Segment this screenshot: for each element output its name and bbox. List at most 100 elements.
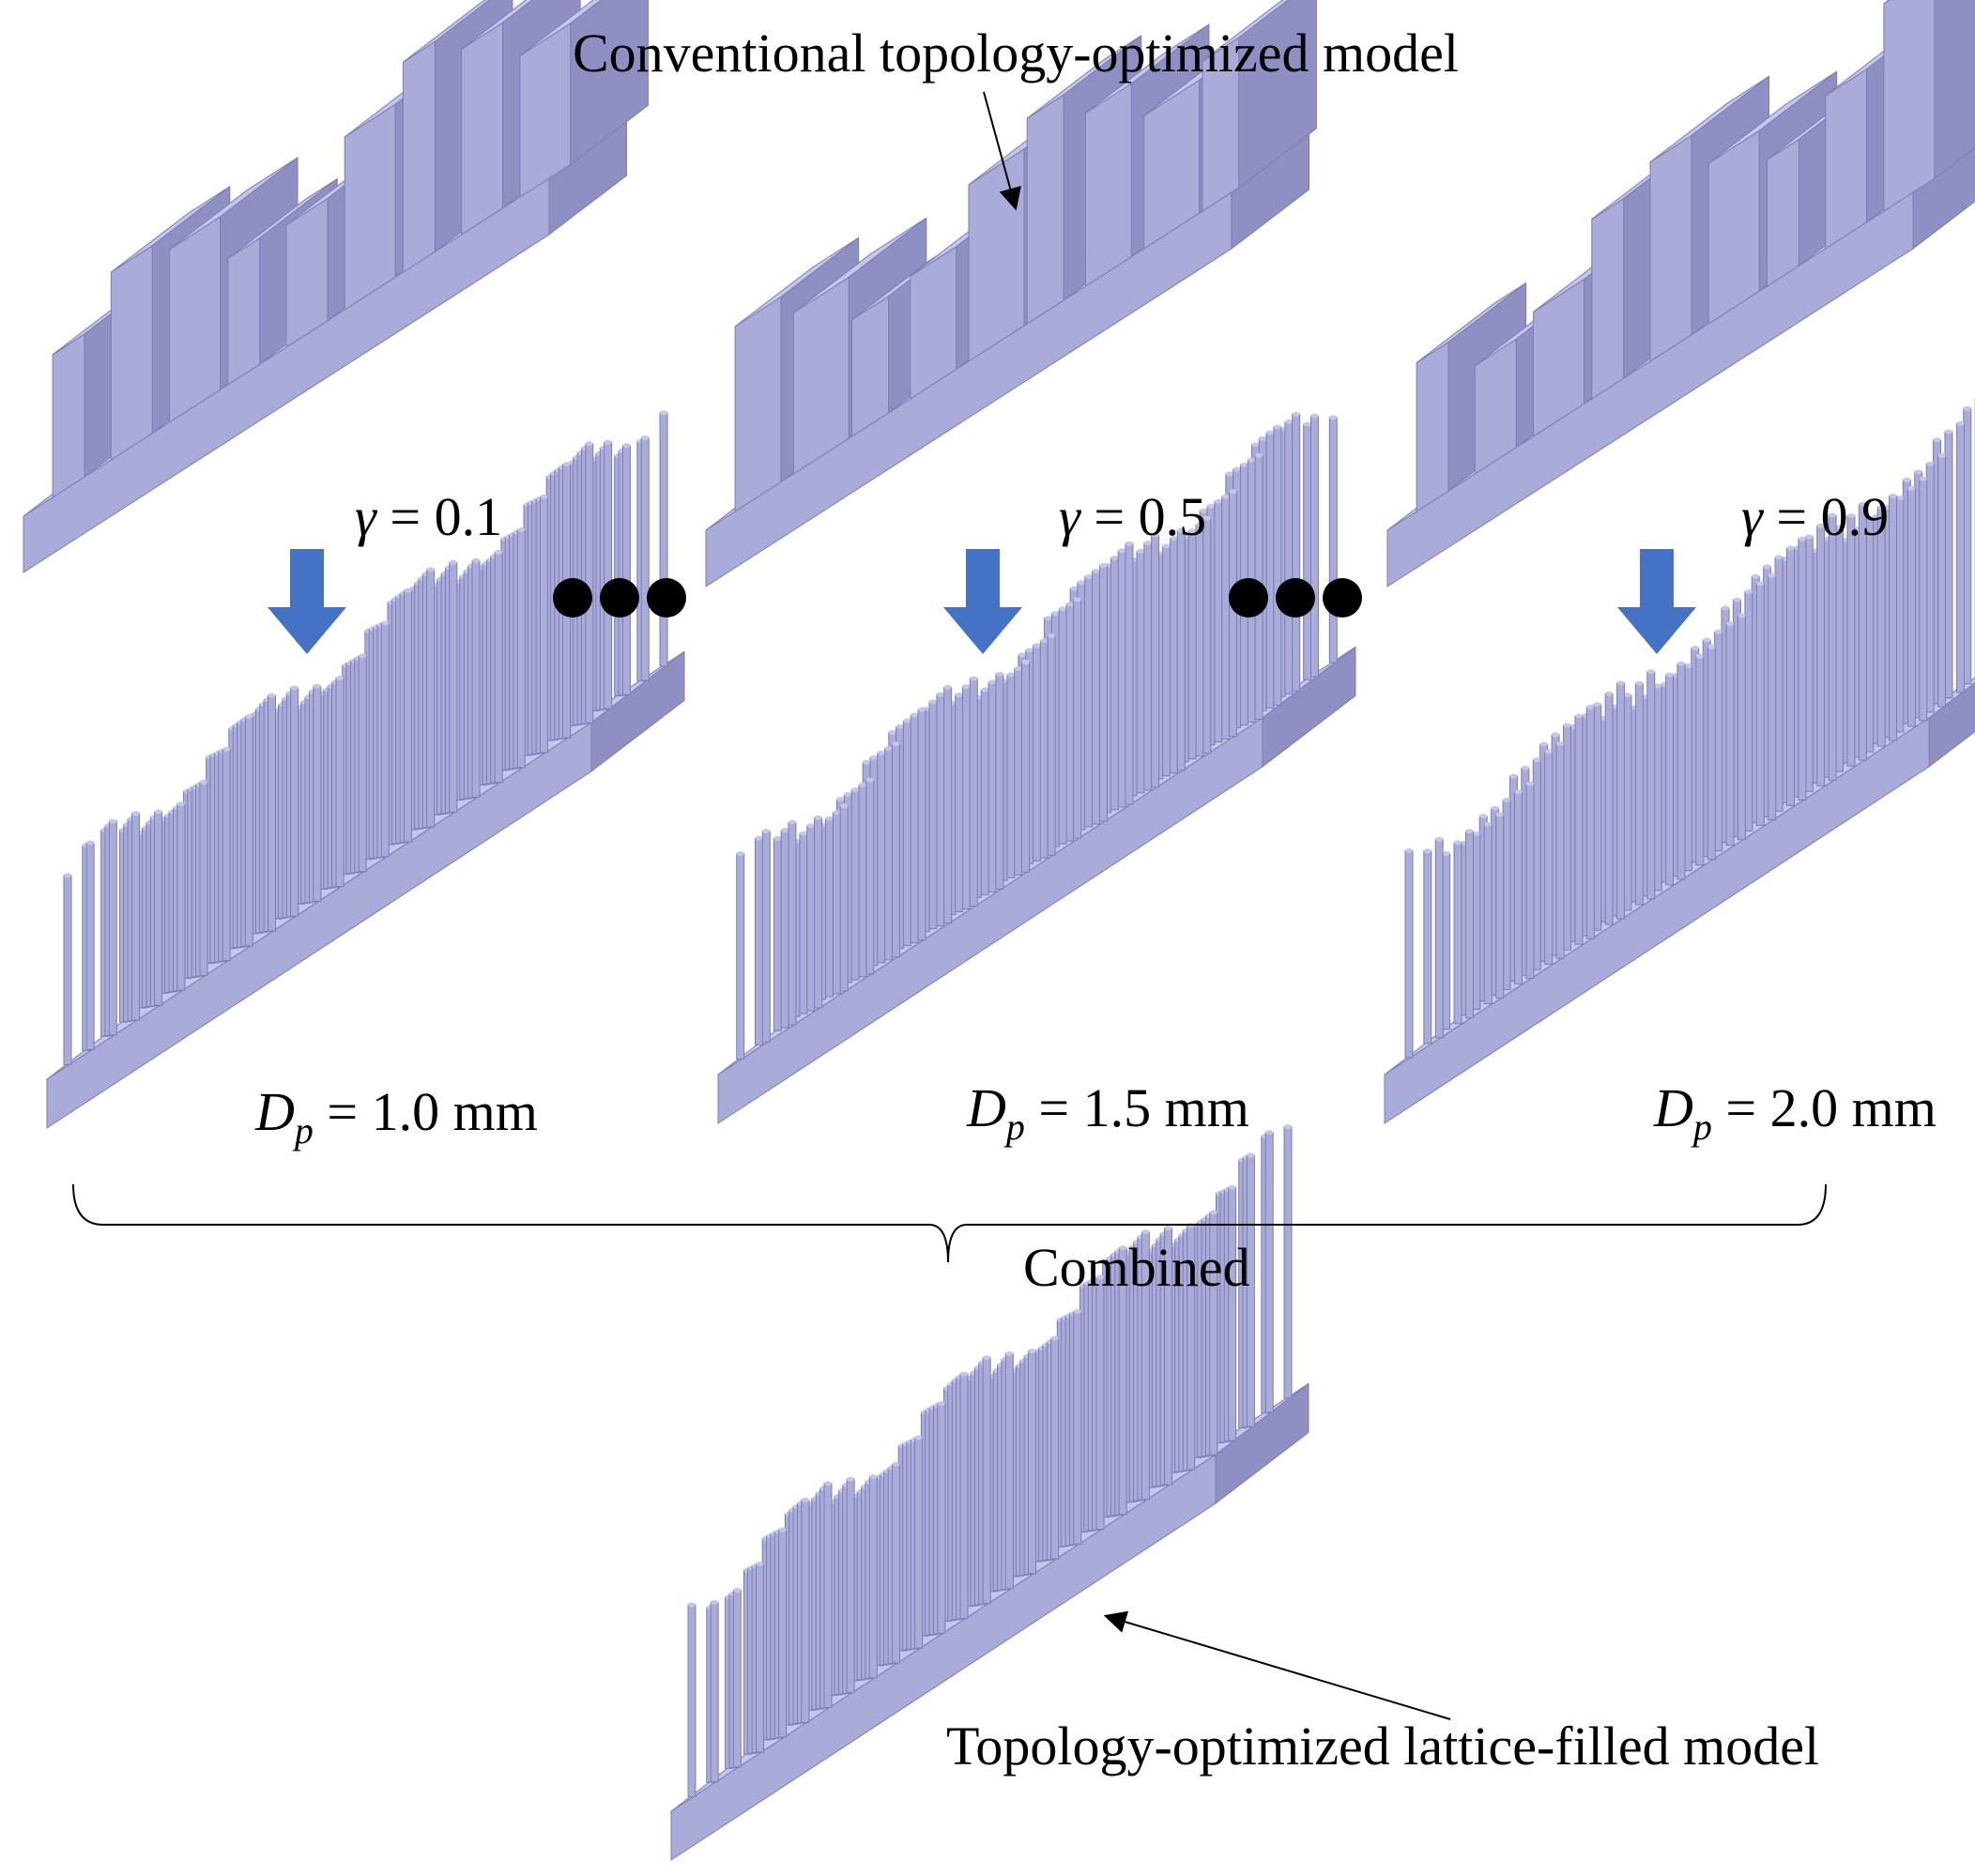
lattice-model-2-pin [1292,413,1301,692]
lattice-model-3-pin-top [1859,501,1867,507]
topo-model-1 [23,0,649,573]
lattice-model-2-pin [891,743,900,958]
lattice-model-2-pin [1084,576,1094,828]
lattice-model-2-pin-top [825,816,834,821]
topo-model-2-fin-front-6 [1084,83,1132,287]
lattice-model-2-pin [806,825,816,1012]
lattice-model-2-pin-top [877,750,885,755]
lattice-model-3-pin [1925,463,1935,713]
lattice-model-1-pin [313,685,322,902]
lattice-model-3-pin [1604,693,1614,925]
lattice-model-2-pin-top [869,755,878,760]
lattice-model-2-pin-top [840,803,849,809]
lattice-model-2-pin-top [1040,638,1049,644]
lattice-model-2-pin-top [1225,471,1233,477]
lattice-model-2-pin-top [1162,543,1171,549]
combined-lattice-model-pin-top [1247,1152,1255,1158]
topo-model-1-fin-front-7 [461,22,504,236]
lattice-model-3-pin-top [1919,476,1927,481]
lattice-model-3-pin [1919,478,1928,722]
topo-model-3-fin-front-7 [1825,68,1868,250]
lattice-model-3-pin-top [1805,534,1814,540]
models-layer [23,0,1975,1861]
lattice-model-2-pin-top [1273,424,1281,430]
gamma-label-3: γ = 0.9 [1741,486,1890,547]
lattice-model-3-pin-top [1442,851,1450,857]
lattice-model-2-pin-top [1329,415,1338,420]
lattice-model-2-pin [877,752,886,964]
topo-model-1-fin-side-8 [570,0,649,166]
lattice-model-3-pin-top [1405,847,1414,853]
lattice-model-3-pin [1464,831,1474,1019]
lattice-model-3-pin [1768,574,1777,821]
lattice-model-2-pin [865,779,875,975]
lattice-model-2-pin [1073,599,1082,839]
lattice-model-3-pin [1555,743,1565,959]
lattice-model-3-pin-top [1721,605,1729,611]
lattice-model-2-pin-top [1084,574,1093,580]
lattice-model-3-pin [1646,671,1656,900]
lattice-model-2-pin-top [1006,672,1015,678]
combined-lattice-model-pin [823,1483,833,1709]
lattice-model-2-pin-top [863,759,871,765]
lattice-model-2-pin [961,686,971,910]
lattice-model-3-pin-top [1695,653,1704,659]
lattice-model-2-pin [955,694,964,912]
lattice-model-2-pin-top [762,829,771,834]
lattice-model-3-pin-top [1691,646,1699,651]
lattice-model-3-pin [1634,682,1644,906]
lattice-model-3-pin [1895,497,1905,733]
lattice-model-2-pin-top [929,699,938,705]
lattice-model-2-pin-top [903,718,911,724]
lattice-model-2 [717,411,1356,1124]
combined-lattice-model-pin [891,1463,900,1664]
down-arrow-3 [1617,549,1696,654]
lattice-model-2-pin-top [865,777,874,783]
lattice-model-2-pin-top [988,679,997,685]
lattice-model-2-pin-top [995,671,1003,677]
lattice-model-1-pin [640,436,650,681]
lattice-model-3-pin-top [1895,496,1904,501]
lattice-model-1-pin [516,529,526,769]
lattice-model-1-pin-top [154,809,162,815]
lattice-model-3-pin-top [1623,693,1631,698]
combined-lattice-model-pin [710,1601,719,1783]
lattice-model-3-pin [1593,704,1602,931]
lattice-model-2-pin [832,812,841,995]
lattice-model-2-pin [1221,496,1231,740]
lattice-model-1-pin-top [86,840,95,846]
lattice-model-2-pin [1151,534,1160,788]
lattice-model-2-pin-top [896,724,904,729]
lattice-model-2-pin-top [814,815,822,820]
combined-lattice-model-pin-top [756,1561,764,1566]
lattice-model-3-pin-top [1914,469,1922,475]
lattice-model-3-pin-top [1775,555,1784,560]
lattice-model-2-pin-top [1232,466,1241,472]
combined-lattice-model-base-side [1215,1382,1309,1505]
lattice-model-2-pin-top [788,819,796,825]
ellipsis-dot-2 [1229,578,1268,618]
combined-lattice-model-pin [1283,1126,1293,1399]
lattice-model-1-pin [222,748,231,962]
lattice-model-3-pin [1937,455,1947,708]
lattice-model-1-pin [621,445,631,695]
combined-lattice-model-pin [1004,1352,1014,1590]
combined-lattice-model-pin [1264,1132,1274,1413]
lattice-model-3-pin-top [1479,814,1488,819]
lattice-model-2-pin-top [1092,568,1100,573]
combined-lattice-model-pin [778,1529,788,1738]
combined-lattice-model-pin-top [823,1481,832,1487]
lattice-model-3-pin [1442,853,1451,1030]
topo-model-1-fin-front-1 [110,244,153,461]
lattice-model-2-pin-top [736,851,744,857]
lattice-model-2-pin-top [1151,532,1159,538]
lattice-model-2-pin-top [1229,489,1237,495]
lattice-model-1-pin-top [335,675,344,680]
combined-lattice-model [670,1124,1309,1861]
lattice-model-3-pin-top [1903,477,1911,482]
lattice-model-2-pin-top [943,684,952,690]
lattice-model-2-pin-top [1118,548,1126,554]
combined-lattice-model-pin [982,1357,991,1605]
combined-lattice-model-pin-top [1164,1226,1172,1231]
lattice-model-2-pin [1098,565,1108,822]
